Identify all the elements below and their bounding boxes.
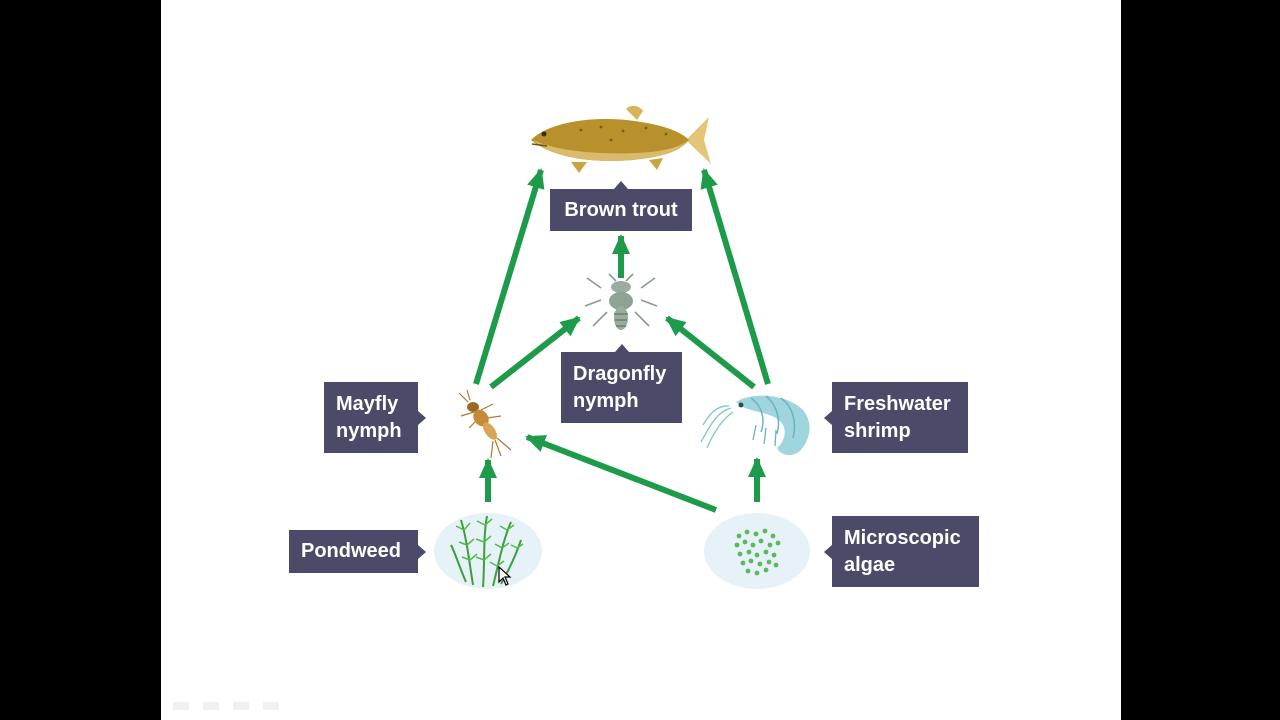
label-microscopic-algae: Microscopic algae — [824, 516, 979, 587]
label-microscopic-algae-text: Microscopic algae — [844, 526, 961, 576]
arrow-shrimp-to-dragonfly-nymph — [665, 315, 756, 390]
mouse-cursor-icon — [498, 566, 512, 586]
menu-icon[interactable] — [233, 702, 249, 710]
next-slide-icon[interactable] — [263, 702, 279, 710]
dragonfly-nymph-icon — [584, 273, 658, 330]
arrow-mayfly-to-brown-trout — [473, 168, 545, 385]
label-freshwater-shrimp-text: Freshwater shrimp — [844, 392, 951, 442]
label-pondweed: Pondweed — [289, 530, 426, 573]
food-web-diagram — [434, 105, 810, 589]
pondweed-icon — [434, 513, 542, 589]
label-mayfly-nymph: Mayfly nymph — [324, 382, 426, 453]
label-brown-trout-text: Brown trout — [564, 198, 678, 221]
prev-slide-icon[interactable] — [173, 702, 189, 710]
slide-canvas: Brown trout Dragonfly nymph Mayfly nymph… — [161, 0, 1121, 720]
shrimp-icon — [700, 395, 810, 456]
mayfly-nymph-icon — [458, 389, 512, 459]
pen-icon[interactable] — [203, 702, 219, 710]
algae-icon — [704, 513, 810, 589]
label-freshwater-shrimp: Freshwater shrimp — [824, 382, 968, 453]
slide-controls[interactable] — [173, 702, 279, 710]
label-mayfly-nymph-text: Mayfly nymph — [336, 392, 402, 442]
trout-icon — [531, 105, 711, 173]
label-dragonfly-nymph-text: Dragonfly nymph — [573, 362, 667, 412]
food-web-arrows — [473, 168, 771, 513]
label-pondweed-text: Pondweed — [301, 540, 402, 562]
arrow-algae-to-mayfly-nymph — [525, 434, 718, 513]
label-dragonfly-nymph: Dragonfly nymph — [561, 344, 682, 423]
arrow-mayfly-to-dragonfly-nymph — [489, 315, 581, 390]
arrow-shrimp-to-brown-trout — [700, 168, 771, 385]
label-brown-trout: Brown trout — [550, 181, 692, 231]
